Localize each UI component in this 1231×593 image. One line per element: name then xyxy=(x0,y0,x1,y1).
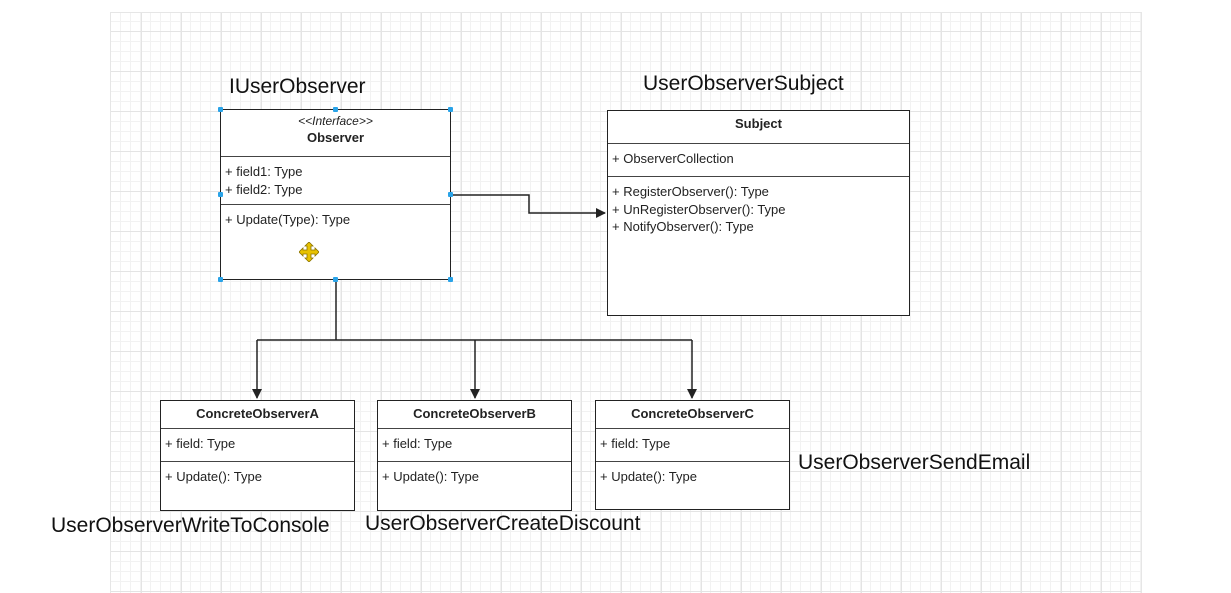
subject-method: + RegisterObserver(): Type xyxy=(612,184,769,199)
observer-method: + Update(Type): Type xyxy=(225,212,351,227)
observer-field: + field2: Type xyxy=(225,181,303,197)
concrete-observer-b-fields: + field: Type xyxy=(378,428,571,461)
observer-interface-box[interactable]: <<Interface>> Observer + field1: Type + … xyxy=(220,109,451,280)
subject-method: + UnRegisterObserver(): Type xyxy=(612,201,786,217)
selection-handle[interactable] xyxy=(448,192,453,197)
concrete-observer-c-field: + field: Type xyxy=(600,436,671,451)
concrete-observer-c-box[interactable]: ConcreteObserverC + field: Type + Update… xyxy=(595,400,790,510)
concrete-observer-a-field: + field: Type xyxy=(165,436,236,451)
concrete-observer-a-method: + Update(): Type xyxy=(165,469,262,484)
observer-methods: + Update(Type): Type xyxy=(221,204,450,233)
concrete-observer-c-fields: + field: Type xyxy=(596,428,789,461)
observer-stereotype: <<Interface>> xyxy=(298,114,373,128)
selection-handle[interactable] xyxy=(333,277,338,282)
move-icon[interactable] xyxy=(299,242,319,262)
caption-iuserobserver: IUserObserver xyxy=(229,75,366,98)
concrete-observer-b-box[interactable]: ConcreteObserverB + field: Type + Update… xyxy=(377,400,572,511)
concrete-observer-a-methods: + Update(): Type xyxy=(161,461,354,490)
observer-field: + field1: Type xyxy=(225,164,303,179)
concrete-observer-b-methods: + Update(): Type xyxy=(378,461,571,490)
subject-methods: + RegisterObserver(): Type + UnRegisterO… xyxy=(608,176,909,240)
subject-method: + NotifyObserver(): Type xyxy=(612,219,754,234)
selection-handle[interactable] xyxy=(448,277,453,282)
subject-fields: + ObserverCollection xyxy=(608,143,909,176)
association-connector[interactable] xyxy=(451,194,606,218)
concrete-observer-b-field: + field: Type xyxy=(382,436,453,451)
caption-userobserversendemail: UserObserverSendEmail xyxy=(798,451,1031,474)
subject-class-name: Subject xyxy=(735,116,782,131)
subject-field: + ObserverCollection xyxy=(612,151,734,166)
observer-class-name: Observer xyxy=(306,130,365,145)
selection-handle[interactable] xyxy=(448,107,453,112)
concrete-observer-b-name: ConcreteObserverB xyxy=(413,406,536,421)
concrete-observer-c-methods: + Update(): Type xyxy=(596,461,789,490)
selection-handle[interactable] xyxy=(218,277,223,282)
concrete-observer-c-method: + Update(): Type xyxy=(600,469,697,484)
observer-fields: + field1: Type + field2: Type xyxy=(221,156,450,204)
selection-handle[interactable] xyxy=(218,107,223,112)
caption-userobservercreatediscount: UserObserverCreateDiscount xyxy=(365,512,641,535)
concrete-observer-c-name: ConcreteObserverC xyxy=(631,406,754,421)
caption-userobserverwritetoconsole: UserObserverWriteToConsole xyxy=(51,514,330,537)
concrete-observer-b-method: + Update(): Type xyxy=(382,469,479,484)
concrete-observer-a-name: ConcreteObserverA xyxy=(196,406,319,421)
concrete-observer-a-box[interactable]: ConcreteObserverA + field: Type + Update… xyxy=(160,400,355,511)
concrete-observer-a-fields: + field: Type xyxy=(161,428,354,461)
subject-class-box[interactable]: Subject + ObserverCollection + RegisterO… xyxy=(607,110,910,316)
selection-handle[interactable] xyxy=(333,107,338,112)
selection-handle[interactable] xyxy=(218,192,223,197)
caption-userobserversubject: UserObserverSubject xyxy=(643,72,844,95)
